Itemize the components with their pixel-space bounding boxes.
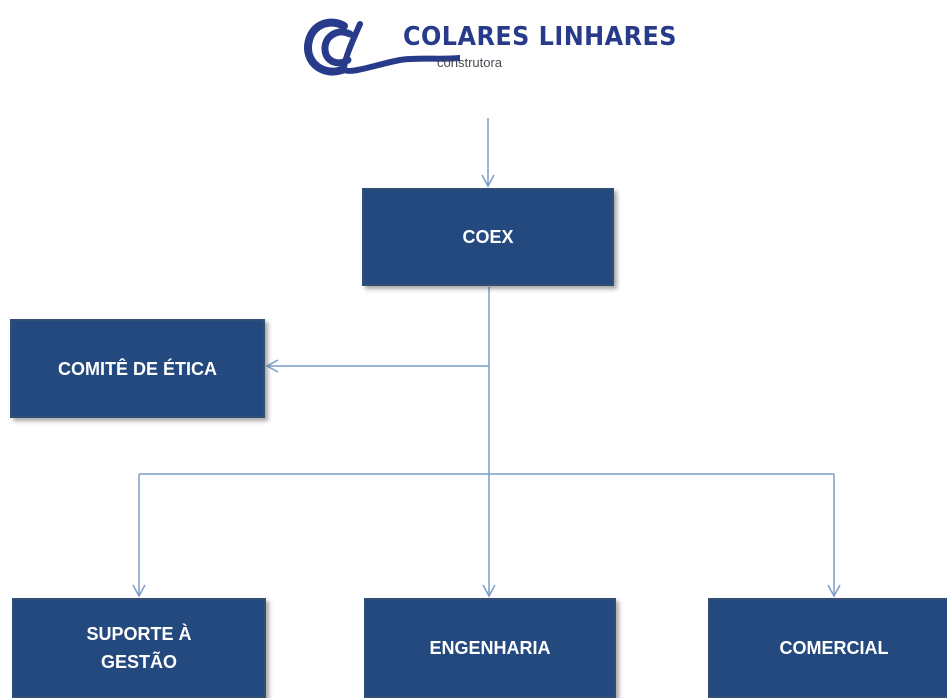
- node-suporte-a-gestao: SUPORTE À GESTÃO: [12, 598, 266, 698]
- node-engenharia-label: ENGENHARIA: [429, 638, 551, 658]
- node-engenharia: ENGENHARIA: [364, 598, 616, 698]
- node-suporte-label: SUPORTE À GESTÃO: [86, 624, 192, 672]
- node-comercial: COMERCIAL: [708, 598, 947, 698]
- node-comite-label: COMITÊ DE ÉTICA: [57, 358, 217, 379]
- node-coex-label: COEX: [462, 227, 514, 247]
- colares-linhares-logo-mark-icon: [304, 18, 460, 76]
- node-comite-de-etica: COMITÊ DE ÉTICA: [10, 319, 265, 418]
- node-coex: COEX: [362, 188, 614, 286]
- logo-company-name: COLARES LINHARES: [403, 22, 678, 52]
- logo-company-subtitle: construtora: [437, 55, 503, 70]
- node-comercial-label: COMERCIAL: [779, 638, 889, 658]
- company-logo: COLARES LINHARES construtora: [300, 12, 680, 84]
